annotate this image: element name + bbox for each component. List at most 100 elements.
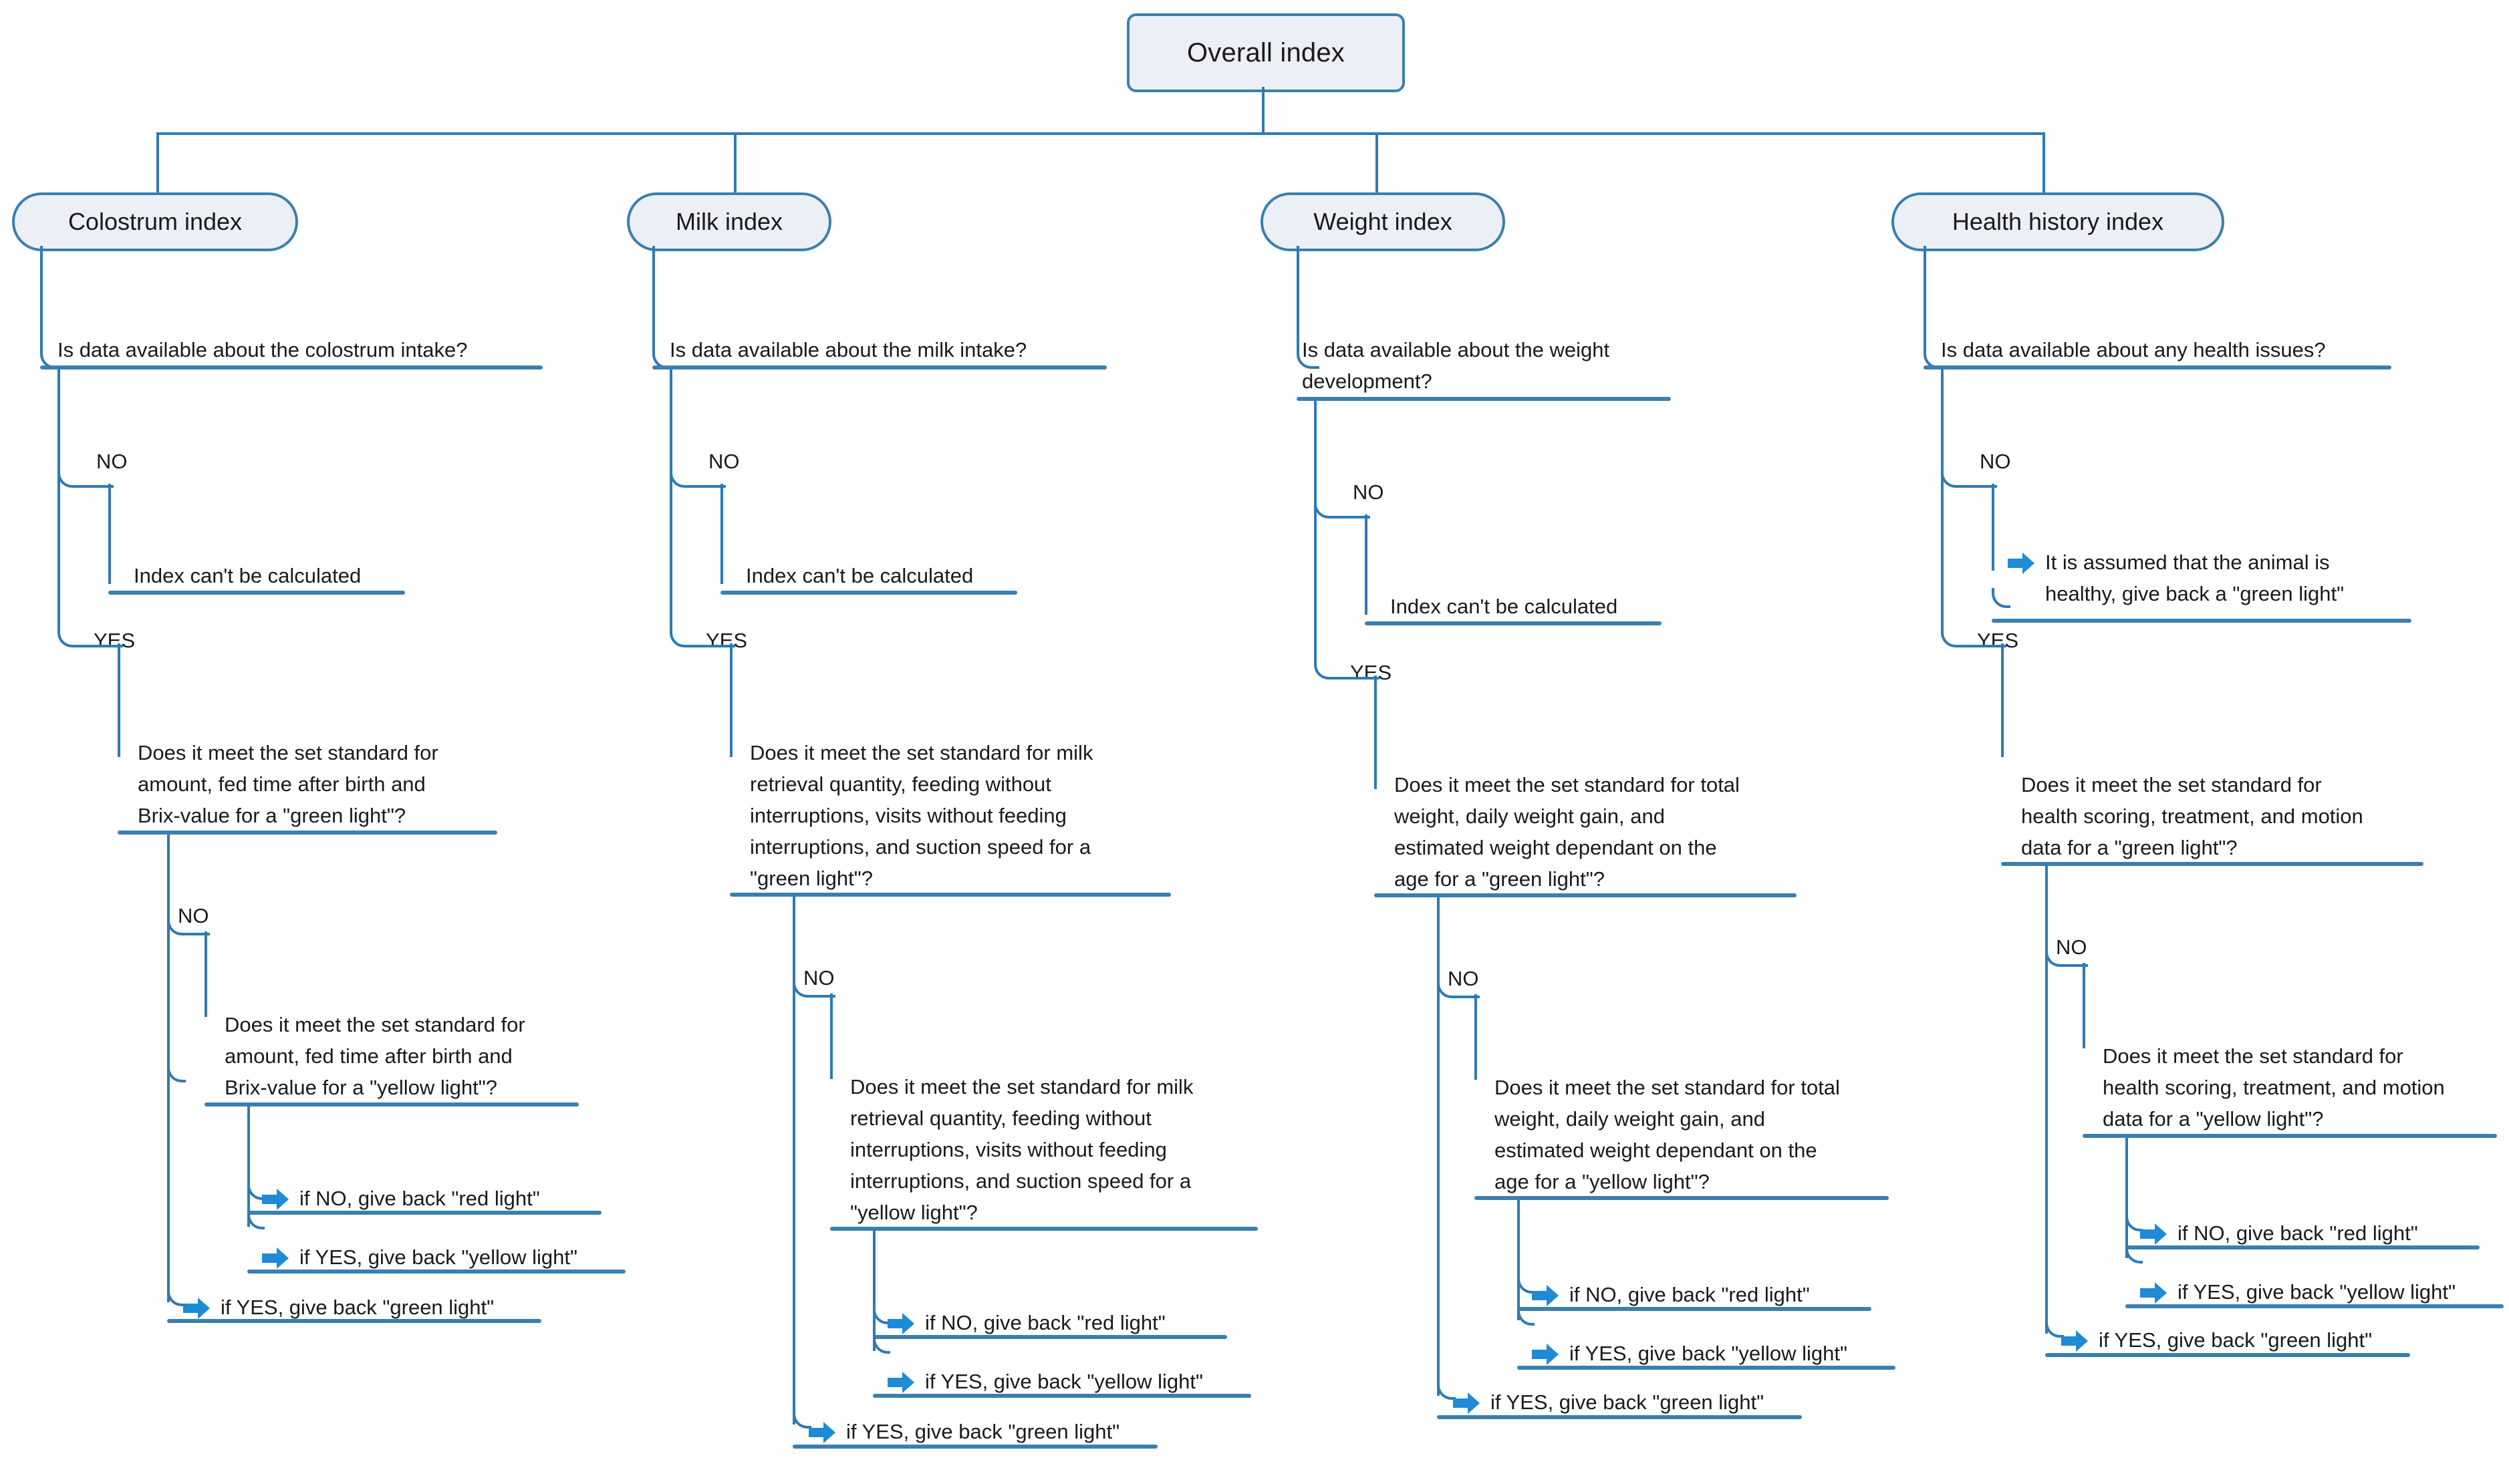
leaf-label: if NO, give back "red light" [2177, 1221, 2418, 1245]
connector-colostrum-gno-drop [205, 931, 207, 1017]
weight-yellow-no-leaf: if NO, give back "red light" [1532, 1279, 1906, 1310]
connector-colostrum-yes-stem [57, 369, 60, 626]
connector-weight-gno-elbow [1437, 978, 1480, 998]
leaf-label: if YES, give back "yellow light" [1569, 1342, 1848, 1365]
connector-colostrum-no-elbow [57, 468, 114, 488]
underline-weight-question [1297, 397, 1671, 401]
connector-bus-to-health [2042, 132, 2045, 192]
connector-milk-gno-elbow [793, 978, 835, 998]
leaf-label: if YES, give back "green light" [221, 1296, 495, 1319]
underline-health-yellow-no [2125, 1245, 2480, 1249]
node-health-history-index[interactable]: Health history index [1891, 192, 2224, 251]
leaf-label: if NO, give back "red light" [925, 1311, 1166, 1334]
underline-weight-no-result [1365, 621, 1662, 625]
arrow-right-icon [888, 1313, 914, 1334]
milk-no-result: Index can't be calculated [746, 564, 974, 587]
connector-colostrum-gyes-elbow [167, 1062, 186, 1082]
underline-health-no-result [1992, 619, 2411, 623]
connector-weight-yes-elbow [1314, 657, 1379, 680]
underline-colostrum-yellow-no [247, 1211, 602, 1215]
connector-milk-yes-drop [730, 643, 733, 757]
connector-colostrum-yleaf2-stem [247, 1106, 250, 1227]
underline-health-green-yes [2045, 1353, 2410, 1357]
connector-colostrum-no-drop [108, 484, 111, 584]
connector-weight-yleaf2-elbow [1517, 1306, 1535, 1326]
connector-health-yes-drop [2001, 643, 2004, 757]
milk-yellow-no-leaf: if NO, give back "red light" [888, 1307, 1262, 1338]
node-overall-index[interactable]: Overall index [1127, 13, 1405, 92]
connector-health-gyes-elbow [2045, 1318, 2064, 1338]
connector-milk-yes-elbow [670, 625, 735, 647]
node-label: Overall index [1186, 37, 1345, 67]
underline-weight-green-question [1374, 893, 1797, 897]
connector-health-gno-elbow [2045, 947, 2088, 967]
underline-milk-green-yes [793, 1445, 1158, 1449]
connector-health-no-elbow [1941, 468, 1997, 488]
connector-root-stem [1262, 87, 1265, 135]
connector-milk-gyes-stem [793, 897, 795, 1425]
health-yellow-yes-leaf: if YES, give back "yellow light" [2140, 1276, 2509, 1308]
node-colostrum-index[interactable]: Colostrum index [12, 192, 298, 251]
underline-weight-yellow-question [1474, 1196, 1889, 1200]
connector-health-no-drop [1992, 484, 1994, 571]
milk-green-question: Does it meet the set standard for milk r… [750, 741, 1093, 890]
underline-milk-green-question [730, 893, 1171, 897]
connector-colostrum-gyes-long [167, 835, 170, 1302]
health-yellow-no-leaf: if NO, give back "red light" [2140, 1217, 2509, 1249]
underline-health-question [1924, 365, 2391, 369]
leaf-label: if NO, give back "red light" [1569, 1283, 1810, 1306]
colostrum-yellow-no-leaf: if NO, give back "red light" [262, 1183, 636, 1214]
health-green-question: Does it meet the set standard for health… [2021, 773, 2363, 859]
weight-yellow-question: Does it meet the set standard for total … [1494, 1076, 1840, 1193]
milk-yellow-question: Does it meet the set standard for milk r… [850, 1075, 1194, 1224]
connector-bus-to-milk [734, 132, 737, 192]
leaf-label: if YES, give back "green light" [1490, 1390, 1764, 1414]
node-weight-index[interactable]: Weight index [1261, 192, 1505, 251]
leaf-label: if YES, give back "yellow light" [925, 1370, 1204, 1393]
connector-colostrum-gno-elbow [167, 915, 210, 935]
connector-health-yleaf2-elbow [2125, 1243, 2143, 1264]
connector-weight-gyes-elbow [1437, 1380, 1456, 1400]
colostrum-question: Is data available about the colostrum in… [57, 338, 468, 361]
health-question: Is data available about any health issue… [1941, 338, 2326, 361]
connector-milk-gyes-elbow [793, 1408, 811, 1429]
underline-weight-yellow-no [1517, 1307, 1871, 1311]
connector-milk-yleaf2-stem [873, 1231, 876, 1351]
milk-green-yes-leaf: if YES, give back "green light" [809, 1416, 1210, 1447]
weight-question: Is data available about the weight devel… [1302, 338, 1610, 393]
underline-colostrum-green-question [118, 831, 497, 835]
arrow-right-icon [2061, 1330, 2088, 1352]
connector-milk-yleaf2-elbow [873, 1334, 890, 1354]
weight-green-question: Does it meet the set standard for total … [1394, 773, 1740, 891]
leaf-label: if YES, give back "green light" [2099, 1328, 2373, 1352]
milk-question: Is data available about the milk intake? [670, 338, 1027, 361]
underline-milk-no-result [720, 591, 1017, 595]
underline-colostrum-no-result [108, 591, 405, 595]
connector-milk-gno-drop [830, 994, 833, 1079]
connector-health-gyes-stem [2045, 866, 2048, 1334]
underline-milk-yellow-question [830, 1227, 1258, 1231]
colostrum-green-question: Does it meet the set standard for amount… [138, 741, 438, 827]
node-label: Health history index [1952, 208, 2164, 235]
underline-health-yellow-question [2083, 1134, 2497, 1138]
node-milk-index[interactable]: Milk index [627, 192, 831, 251]
underline-weight-yellow-yes [1517, 1366, 1895, 1370]
connector-health-yleaf2-stem [2125, 1138, 2128, 1258]
connector-health-yes-elbow [1941, 625, 2006, 647]
colostrum-yellow-question: Does it meet the set standard for amount… [225, 1013, 525, 1099]
arrow-right-icon [262, 1189, 289, 1210]
arrow-right-icon [2140, 1223, 2167, 1245]
connector-health-gno-drop [2083, 963, 2085, 1048]
leaf-label: if NO, give back "red light" [299, 1187, 540, 1210]
leaf-label: if YES, give back "yellow light" [2177, 1280, 2456, 1304]
colostrum-green-yes-leaf: if YES, give back "green light" [183, 1292, 584, 1323]
underline-colostrum-question [40, 365, 543, 369]
connector-milk-yes-stem [670, 369, 672, 626]
connector-weight-to-q1 [1297, 246, 1319, 369]
health-no-leaf: It is assumed that the animal is healthy… [2008, 547, 2422, 609]
colostrum-no-result: Index can't be calculated [134, 564, 362, 587]
underline-health-yellow-yes [2125, 1304, 2504, 1308]
arrow-right-icon [888, 1372, 914, 1393]
connector-colostrum-yleaf2-elbow [247, 1209, 265, 1229]
connector-milk-no-elbow [670, 468, 726, 488]
